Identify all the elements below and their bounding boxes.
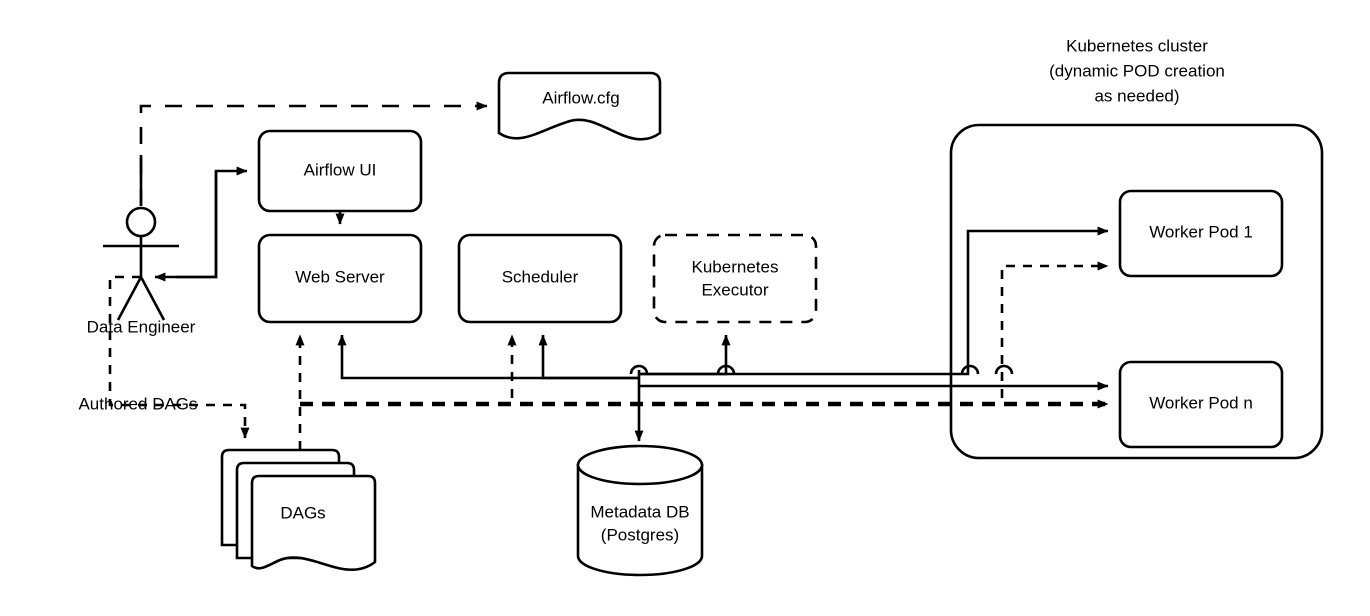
worker-pod-1-node[interactable]: Worker Pod 1 — [1118, 189, 1284, 278]
kubernetes-executor-node[interactable]: Kubernetes Executor — [652, 233, 818, 324]
hop-2 — [994, 364, 1014, 375]
airflow-cfg-node[interactable]: Airflow.cfg — [497, 71, 662, 141]
data-engineer-label: Data Engineer — [87, 317, 196, 336]
kubernetes-cluster-boundary — [949, 123, 1324, 460]
edge-kubernetes-executor-to-worker-pod-1 — [639, 226, 1109, 376]
metadata-db-label-line1: Metadata DB — [590, 502, 689, 521]
kubernetes-executor-label-line1: Kubernetes — [692, 257, 779, 276]
dags-label: DAGs — [280, 503, 325, 522]
airflow-cfg-document-shape — [497, 71, 662, 141]
web-server-label: Web Server — [295, 267, 385, 286]
kubernetes-cluster-label-line3: as needed) — [1094, 86, 1179, 105]
actor-head-icon — [125, 206, 157, 238]
hop-3 — [629, 364, 649, 375]
web-server-box — [257, 233, 423, 324]
airflow-cfg-label: Airflow.cfg — [542, 88, 619, 107]
worker-pod-n-box — [1118, 360, 1284, 449]
dags-node[interactable]: DAGs — [220, 448, 377, 571]
edge-metadata-db-to-web-server — [337, 334, 639, 380]
metadata-db-top — [576, 444, 704, 486]
edge-data-engineer-to-airflow-ui — [176, 166, 248, 279]
worker-pod-n-node[interactable]: Worker Pod n — [1118, 360, 1284, 449]
edge-metadata-db-to-scheduler — [538, 334, 639, 380]
worker-pod-n-label: Worker Pod n — [1149, 393, 1253, 412]
edge-authored-dags-to-dags — [108, 275, 250, 439]
edge-data-engineer-to-airflow-cfg — [139, 101, 488, 206]
hop-4 — [716, 364, 736, 375]
kubernetes-executor-box — [652, 233, 818, 324]
edge-web-server-to-data-engineer — [154, 171, 218, 282]
worker-pod-1-label: Worker Pod 1 — [1149, 222, 1253, 241]
hop-1 — [960, 364, 980, 375]
kubernetes-cluster-label-line2: (dynamic POD creation — [1049, 61, 1225, 80]
actor-left-leg — [116, 276, 143, 321]
airflow-ui-node[interactable]: Airflow UI — [257, 129, 423, 213]
edge-bus-to-kubernetes-executor — [639, 334, 731, 376]
worker-pod-1-box — [1118, 189, 1284, 278]
line-hops — [629, 364, 1014, 375]
scheduler-label: Scheduler — [502, 267, 579, 286]
data-engineer-actor[interactable]: Data Engineer — [87, 155, 196, 336]
metadata-db-body — [576, 463, 704, 577]
scheduler-box — [457, 233, 623, 324]
kubernetes-cluster-label-line1: Kubernetes cluster — [1066, 36, 1208, 55]
web-server-node[interactable]: Web Server — [257, 233, 423, 324]
airflow-ui-label: Airflow UI — [304, 160, 377, 179]
kubernetes-cluster-group: Kubernetes cluster (dynamic POD creation… — [949, 36, 1324, 460]
dags-document-front — [250, 474, 377, 571]
actor-right-leg — [139, 276, 166, 321]
metadata-db-node[interactable]: Metadata DB (Postgres) — [576, 444, 704, 577]
scheduler-node[interactable]: Scheduler — [457, 233, 623, 324]
edge-dags-to-worker-pod-1 — [1000, 261, 1109, 398]
metadata-db-label-line2: (Postgres) — [601, 525, 679, 544]
kubernetes-executor-label-line2: Executor — [701, 280, 768, 299]
